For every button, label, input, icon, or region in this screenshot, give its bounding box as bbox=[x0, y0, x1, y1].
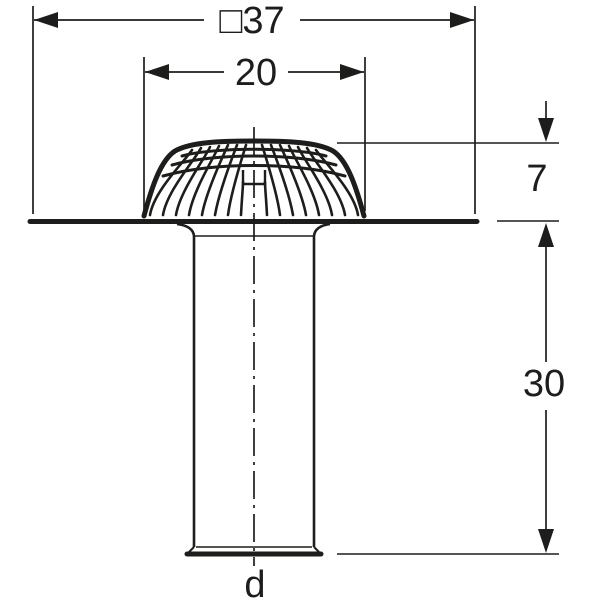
dome-rib bbox=[269, 143, 295, 217]
arrowhead-right-icon bbox=[340, 64, 364, 80]
arrowhead-down-icon bbox=[538, 118, 554, 142]
arrowhead-up-icon bbox=[538, 223, 554, 247]
dome-rib bbox=[239, 180, 245, 217]
pipe-end-chamfer-right bbox=[313, 546, 320, 553]
outlet-pipe bbox=[176, 222, 331, 557]
arrowhead-down-icon bbox=[538, 529, 554, 553]
dome-rib bbox=[148, 148, 194, 217]
dome-rib bbox=[187, 144, 221, 217]
pipe-fillet-right bbox=[312, 222, 331, 237]
pipe-end-chamfer-left bbox=[188, 546, 195, 553]
dome-rib bbox=[200, 143, 230, 217]
dome-ring-lower bbox=[161, 164, 347, 178]
dimension-label-outlet-diameter: d bbox=[244, 564, 265, 600]
dome-ring-upper bbox=[170, 154, 338, 167]
arrowhead-right-icon bbox=[450, 12, 474, 28]
dome-rib bbox=[287, 144, 321, 217]
dome-rib bbox=[305, 146, 347, 217]
dimension-pipe-length: 30 bbox=[337, 245, 565, 555]
dome-rib bbox=[314, 148, 360, 217]
dome-rib bbox=[296, 145, 334, 217]
dimension-label-grate-width: 20 bbox=[235, 52, 277, 94]
dimension-label-grate-height: 7 bbox=[526, 158, 547, 200]
dimension-grate-height: 7 bbox=[337, 101, 559, 247]
dome-rib bbox=[213, 143, 239, 217]
dimension-label-overall-width: □37 bbox=[219, 0, 284, 42]
dome-rib bbox=[161, 146, 203, 217]
arrowhead-left-icon bbox=[145, 64, 169, 80]
dome-rib bbox=[260, 143, 282, 217]
dome-rib bbox=[174, 145, 212, 217]
pipe-fillet-left bbox=[176, 222, 196, 237]
dome-rib bbox=[226, 143, 248, 217]
dome-rib bbox=[263, 180, 269, 217]
dimension-overall-width: □37 bbox=[32, 0, 476, 214]
dimension-grate-width: 20 bbox=[143, 52, 366, 211]
arrowhead-left-icon bbox=[34, 12, 58, 28]
dome-rib bbox=[278, 143, 308, 217]
dimension-label-pipe-length: 30 bbox=[523, 363, 565, 405]
